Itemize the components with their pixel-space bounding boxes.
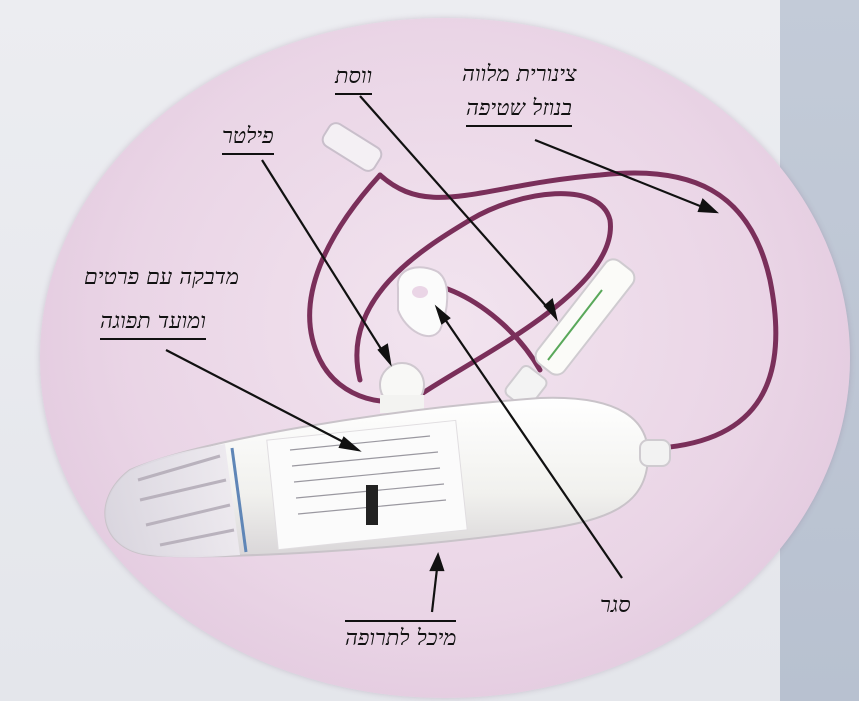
filter: [380, 363, 424, 413]
label-pump-line2: ומועד תפוגה: [100, 311, 206, 340]
luer-connector: [320, 120, 385, 174]
label-valve: סגר: [600, 595, 631, 617]
label-tubing-line2: בנוזל שטיפה: [466, 98, 572, 127]
label-pump-line1: מדבקה עם פרטים: [84, 267, 239, 289]
label-filter: פילטר: [222, 126, 274, 155]
label-clamp: ווסת: [335, 66, 372, 95]
label-tubing-line1: צינורית מלווה: [462, 64, 577, 86]
clamp: [398, 267, 448, 336]
label-reservoir: מיכל לתרופה: [345, 620, 456, 650]
pump-body: [105, 398, 670, 557]
redacted-mark: [366, 485, 378, 525]
